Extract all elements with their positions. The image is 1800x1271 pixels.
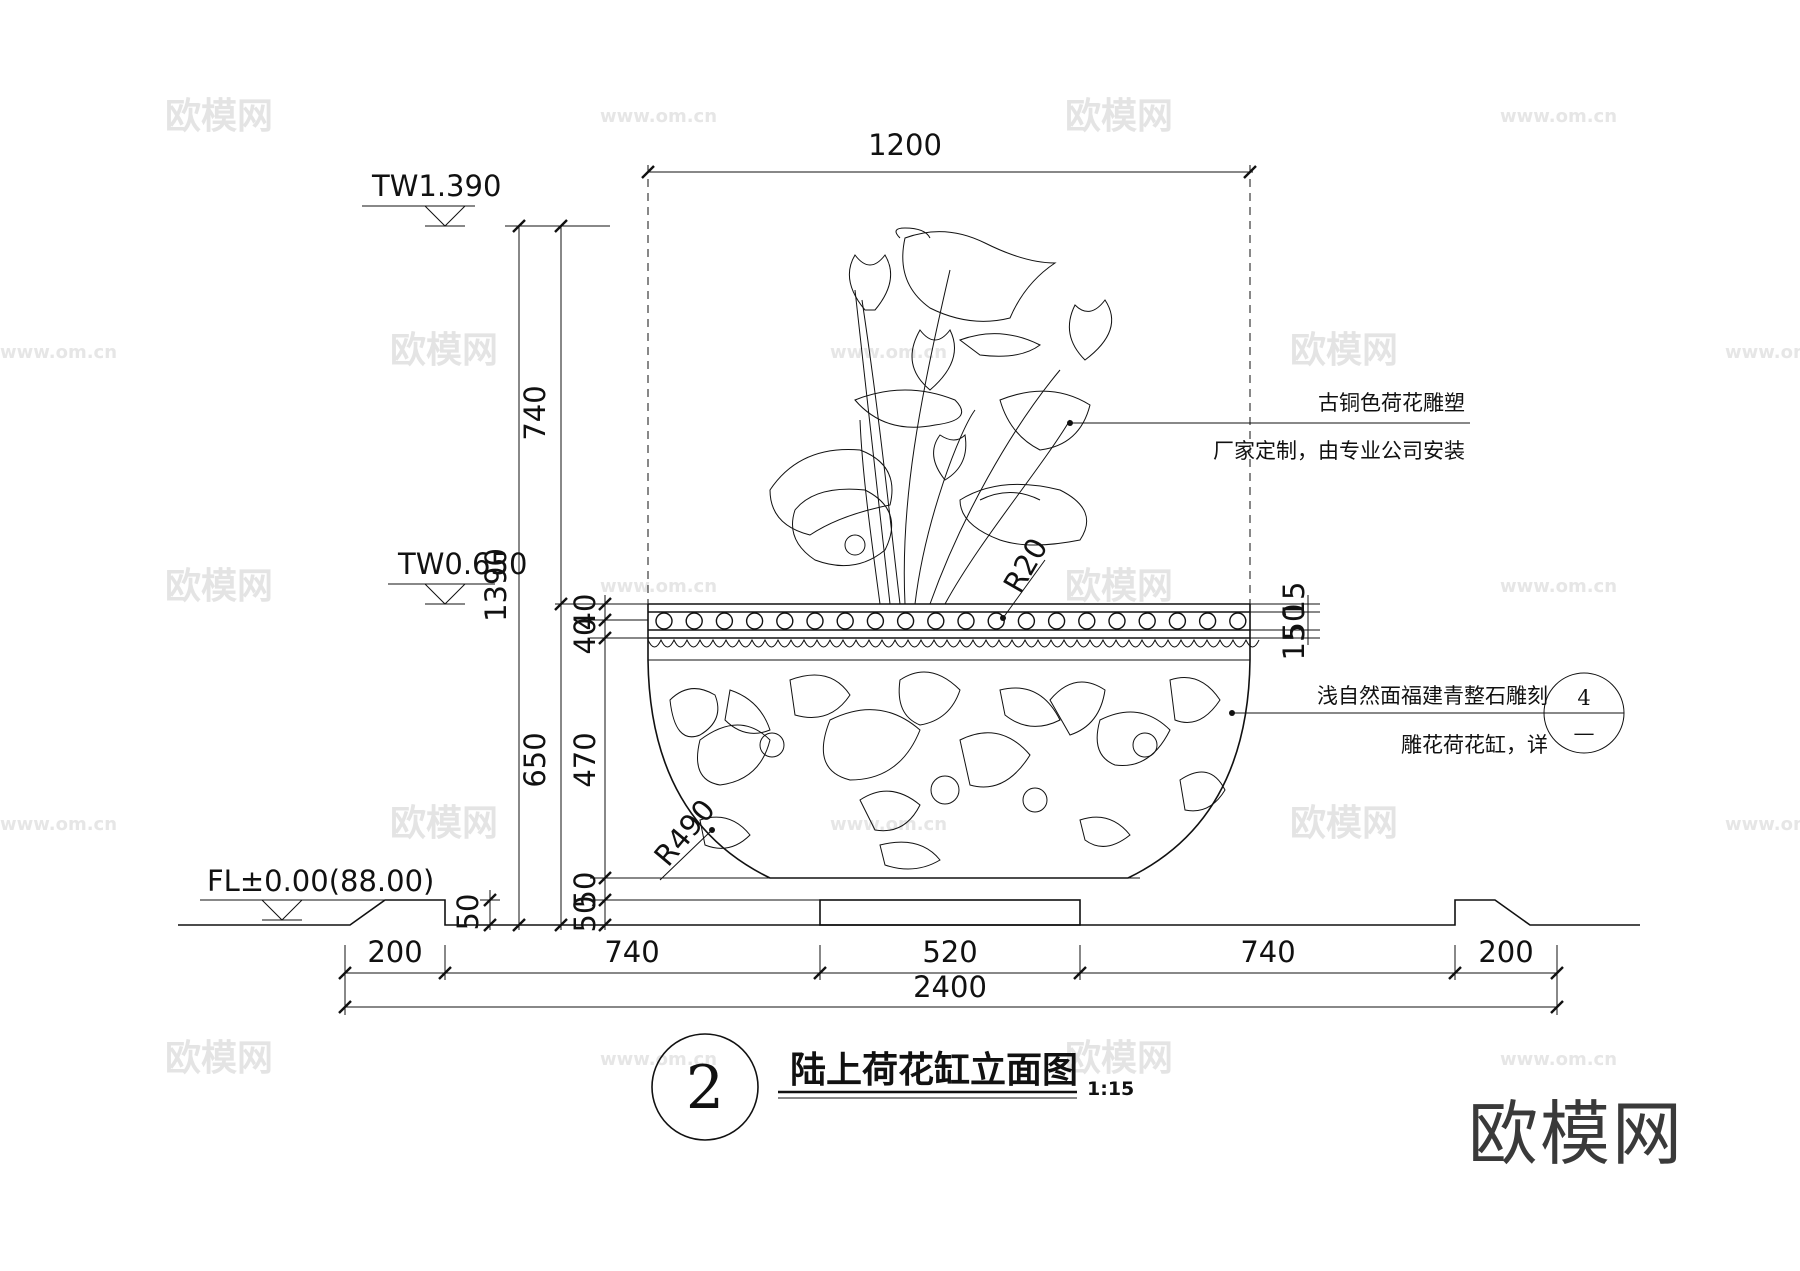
watermark-logo: 欧模网: [165, 96, 273, 137]
watermark-logo: 欧模网: [1065, 1038, 1173, 1079]
watermark-url: www.om.cn: [600, 1049, 717, 1070]
dim-bottom-total: 2400: [913, 970, 987, 1004]
dimension-geometry: [200, 165, 1625, 1141]
rim-dot: [987, 612, 1005, 630]
watermark-logo: 欧模网: [1290, 330, 1398, 371]
drawing-scale: 1:15: [1087, 1078, 1134, 1100]
basin: [647, 603, 1260, 879]
rim-dot: [655, 612, 673, 630]
dim-right-2: 50: [1277, 604, 1311, 641]
dim-base-b: 50: [568, 896, 602, 933]
title-block: 2 陆上荷花缸立面图 1:15: [686, 1049, 1134, 1123]
sculpture-note-line2: 厂家定制，由专业公司安装: [1213, 439, 1465, 463]
rim-dot: [715, 612, 734, 630]
dim-base-a: 50: [568, 872, 602, 909]
dim-body: 470: [568, 732, 602, 787]
lotus-sculpture: [769, 227, 1113, 605]
rim-dot: [806, 612, 824, 630]
watermark-url: www.om.cn: [1500, 1049, 1617, 1070]
watermark-url: www.om.cn: [1500, 576, 1617, 597]
watermark-url: www.om.cn: [600, 576, 717, 597]
watermark-url: www.om.cn: [1725, 342, 1800, 363]
watermarks: 欧模网 www.om.cn 欧模网 www.om.cn www.om.cn 欧模…: [0, 96, 1800, 1079]
dim-bottom-seg-3: 520: [922, 935, 977, 969]
dim-vertical-step: 50: [451, 894, 485, 931]
basin-foot: [819, 899, 1081, 926]
level-labels: TW1.390 TW0.650 FL±0.00(88.00): [207, 169, 527, 898]
watermark-url: www.om.cn: [1725, 814, 1800, 835]
dim-rim-b: 40: [568, 618, 602, 655]
rim-dot: [1017, 612, 1036, 630]
rim-dot: [745, 612, 764, 630]
drawing-title: 陆上荷花缸立面图: [790, 1049, 1078, 1091]
dim-vertical-sculpture: 740: [518, 385, 552, 440]
sculpture-note-line1: 古铜色荷花雕塑: [1318, 391, 1465, 415]
dim-right-3: 15: [1277, 624, 1311, 661]
watermark-logo: 欧模网: [1065, 96, 1173, 137]
watermark-url: www.om.cn: [1500, 106, 1617, 127]
detail-ref-number: 4: [1577, 686, 1590, 710]
annotations: 古铜色荷花雕塑 厂家定制，由专业公司安装 浅自然面福建青整石雕刻 雕花荷花缸，详…: [1213, 391, 1595, 757]
dim-bottom-seg-1: 200: [367, 935, 422, 969]
rim-dot: [1229, 612, 1247, 630]
dimension-labels: 1200 740 1390 650 470 40 40 50 50 50 15 …: [367, 128, 1533, 1004]
dim-bottom-seg-2: 740: [604, 935, 659, 969]
rim-dot: [1078, 612, 1096, 630]
dim-right-1: 15: [1277, 582, 1311, 619]
rim-dot: [1198, 612, 1217, 630]
scallop-band: [647, 638, 1260, 648]
watermark-logo: 欧模网: [165, 1038, 273, 1079]
dim-vertical-basin: 650: [518, 732, 552, 787]
ground-line: [178, 899, 1640, 926]
watermark-logo: 欧模网: [390, 803, 498, 844]
rim-dot: [957, 612, 975, 630]
watermark-url: www.om.cn: [830, 814, 947, 835]
rim-dot: [1168, 612, 1187, 630]
watermark-logo: 欧模网: [1065, 566, 1173, 607]
rim-dot: [896, 612, 915, 630]
watermark-url: www.om.cn: [0, 814, 117, 835]
carved-lotus-pattern: [669, 671, 1226, 870]
rim-dot: [1047, 612, 1066, 630]
dim-vertical-total: 1390: [479, 548, 513, 622]
basin-note-line2: 雕花荷花缸，详: [1401, 733, 1548, 757]
dim-width-top: 1200: [868, 128, 942, 162]
drawing-number: 2: [686, 1053, 724, 1123]
dim-bottom-seg-4: 740: [1240, 935, 1295, 969]
level-mid: TW0.650: [397, 547, 527, 581]
rim-dot: [866, 612, 885, 630]
brand-logo-text: 欧模网: [1468, 1093, 1684, 1175]
detail-ref-sheet: —: [1574, 721, 1595, 745]
rim-dot: [1108, 612, 1126, 630]
level-top: TW1.390: [371, 169, 501, 203]
rim-dot-row: [655, 612, 1247, 630]
watermark-logo: 欧模网: [1290, 803, 1398, 844]
rim-dot: [776, 612, 794, 630]
rim-dot: [1138, 612, 1156, 630]
dim-bottom-seg-5: 200: [1478, 935, 1533, 969]
watermark-url: www.om.cn: [600, 106, 717, 127]
dim-rim-a: 40: [568, 594, 602, 631]
watermark-logo: 欧模网: [165, 566, 273, 607]
rim-dot: [927, 612, 945, 630]
rim-dot: [836, 612, 854, 630]
watermark-logo: 欧模网: [390, 330, 498, 371]
watermark-url: www.om.cn: [0, 342, 117, 363]
rim-dot: [685, 612, 703, 630]
level-floor: FL±0.00(88.00): [207, 864, 434, 898]
watermark-url: www.om.cn: [830, 342, 947, 363]
basin-note-line1: 浅自然面福建青整石雕刻: [1317, 684, 1548, 708]
